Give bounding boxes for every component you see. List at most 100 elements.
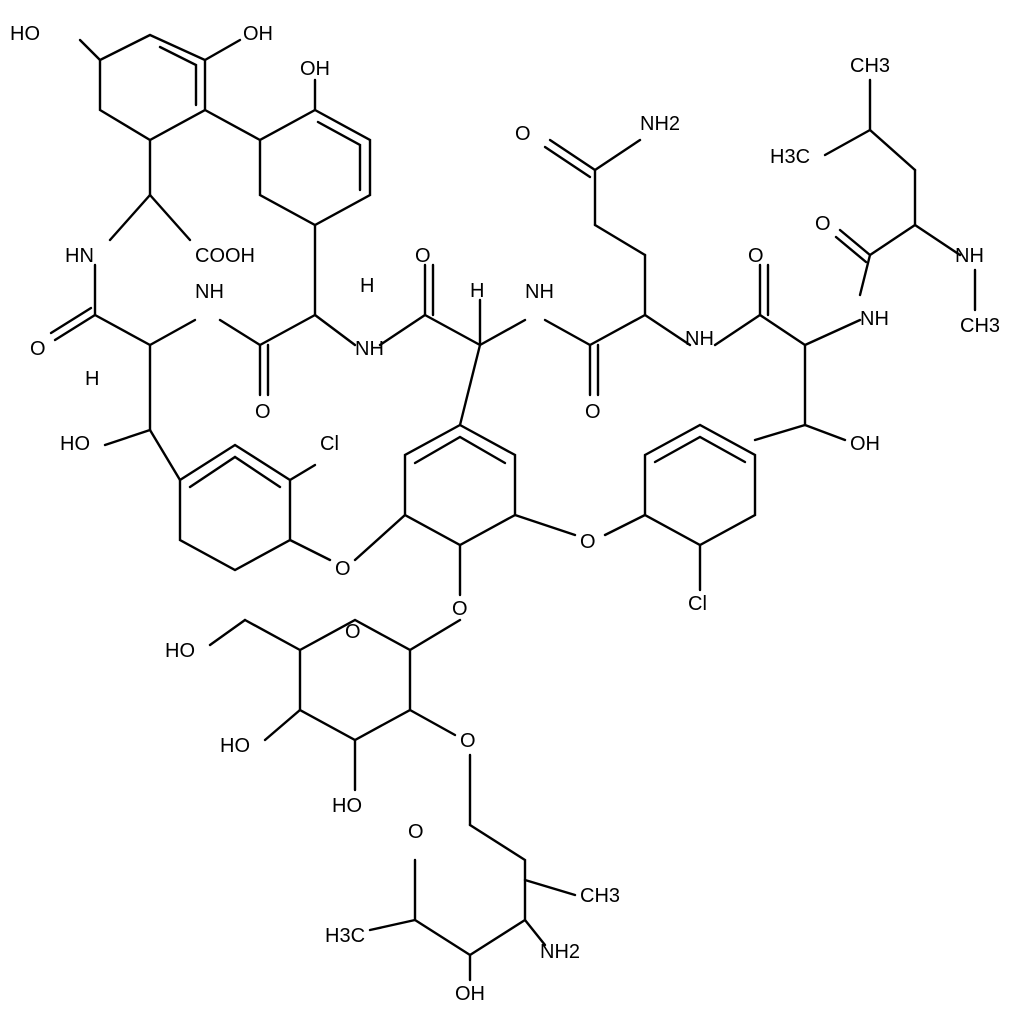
bond-c3-ca3: [423, 313, 482, 347]
label-ho-sugar-2: HO: [220, 735, 250, 757]
bond-ca6-nme: [913, 223, 962, 257]
label-cooh: COOH: [195, 245, 255, 267]
bond-c4-ca4: [588, 313, 647, 347]
label-oh-benzylic: OH: [850, 433, 880, 455]
bond-ring-d-inner: [653, 435, 747, 464]
label-h3c-leu: H3C: [770, 146, 810, 168]
label-nh2-amide: NH2: [640, 113, 680, 135]
bond-ring-e-inner: [188, 455, 282, 489]
label-nh2-sugar: NH2: [540, 941, 580, 963]
bond-ring-e: [178, 443, 292, 572]
bond-c6-o-2: [834, 235, 868, 264]
bond-glucose-oh1: [263, 708, 302, 742]
bond-ch-cooh: [148, 193, 192, 242]
bond-glucose-ch2: [243, 618, 302, 652]
bond-o-ring-c: [353, 513, 407, 562]
bond-c-o-left-2: [49, 306, 93, 335]
atom-label-layer: HO OH OH CH3 NH2 O H3C O HN COOH NH O O …: [10, 23, 1000, 1005]
bond-nh-c5: [713, 313, 762, 347]
bond-amide-o-2: [543, 145, 592, 179]
label-cl-left: Cl: [320, 433, 339, 455]
bond-c2-ca2: [258, 313, 317, 347]
bond-amide-o: [548, 138, 597, 172]
bond-cbeta-ring-d: [753, 423, 807, 442]
bond-ring-d: [643, 423, 757, 547]
label-hn-left: HN: [65, 245, 94, 267]
label-oh-top: OH: [243, 23, 273, 45]
bond-ch2-ch: [868, 128, 917, 172]
label-o-amide-4: O: [585, 401, 601, 423]
bond-ring-b: [258, 108, 372, 227]
bond-ring-a-inner: [158, 45, 198, 107]
bond-oh-ring-a: [203, 38, 242, 62]
label-ch3-nme: CH3: [960, 315, 1000, 337]
label-o-sugar-ring: O: [408, 821, 424, 843]
bond-aminosugar-ch3-left: [368, 918, 417, 932]
label-o-carbonyl-1: O: [415, 245, 431, 267]
label-nh-4: NH: [355, 338, 384, 360]
label-h-stereo-1: H: [360, 275, 374, 297]
label-ho-sugar-1: HO: [165, 640, 195, 662]
bond-ca4-nh: [643, 313, 692, 347]
bond-nh-c4: [543, 318, 592, 347]
label-nh-5: NH: [685, 328, 714, 350]
label-o-ether-1: O: [335, 558, 351, 580]
bond-glucose-o2: [408, 708, 457, 737]
label-oh-sugar: OH: [455, 983, 485, 1005]
bond-ho-ring-a: [78, 38, 102, 62]
bond-ch-h3c: [823, 128, 872, 157]
label-oh-phenol: OH: [300, 58, 330, 80]
label-h-stereo-2: H: [470, 280, 484, 302]
label-o-left-amide: O: [30, 338, 46, 360]
bond-cbeta-oh: [803, 423, 847, 442]
bond-ring-e-o: [288, 538, 332, 562]
label-o-carbonyl-2: O: [748, 245, 764, 267]
label-o-sugar-2: O: [460, 730, 476, 752]
bond-ring-a: [98, 33, 207, 142]
bond-nh-c3: [378, 313, 427, 347]
label-nh-leu: NH: [955, 245, 984, 267]
label-o-leu: O: [815, 213, 831, 235]
bond-ca2-nh: [313, 313, 357, 347]
bond-ring-c-o-right: [513, 513, 577, 537]
bond-nh-c6: [858, 253, 872, 297]
label-nh-3: NH: [860, 308, 889, 330]
label-nh-2: NH: [525, 281, 554, 303]
bond-c-ca1: [93, 313, 152, 347]
bond-ca3-nh: [478, 318, 527, 347]
bond-ring-c: [403, 423, 517, 547]
bond-c-o-left: [53, 313, 97, 342]
bond-ca3-ring-c: [458, 343, 482, 427]
bond-layer: [49, 33, 977, 982]
label-o-ether-2: O: [580, 531, 596, 553]
label-ch3-sugar: CH3: [580, 885, 620, 907]
bond-ca5-nh: [803, 318, 862, 347]
label-h3c-sugar: H3C: [325, 925, 365, 947]
bond-ring-b-inner: [316, 120, 362, 192]
bond-aminosugar-ch3: [523, 878, 577, 897]
label-ho-benzylic: HO: [60, 433, 90, 455]
bond-c5-ca5: [758, 313, 807, 347]
label-ch3-leu: CH3: [850, 55, 890, 77]
bond-ring-e-cl: [288, 463, 317, 482]
bond-o-ring-d: [603, 513, 647, 537]
label-h-left: H: [85, 368, 99, 390]
bond-ring-c-inner: [413, 435, 507, 465]
label-nh-1: NH: [195, 281, 224, 303]
bond-ca1-nh: [148, 318, 197, 347]
bond-c6-o: [838, 228, 872, 257]
bond-cbeta-ho: [103, 428, 152, 447]
bond-cbeta-ring-e: [148, 428, 182, 482]
bond-ring-a-ring-b: [203, 108, 262, 142]
bond-nh-c2: [218, 318, 262, 347]
label-cl-right: Cl: [688, 593, 707, 615]
bond-ch-hn: [108, 193, 152, 242]
bond-ch2-oh: [208, 618, 247, 647]
bond-chain-3: [593, 138, 642, 172]
bond-o-glyco: [408, 618, 462, 652]
bond-chain-1: [593, 223, 647, 257]
label-o-amide: O: [515, 123, 531, 145]
label-ho-top-left: HO: [10, 23, 40, 45]
